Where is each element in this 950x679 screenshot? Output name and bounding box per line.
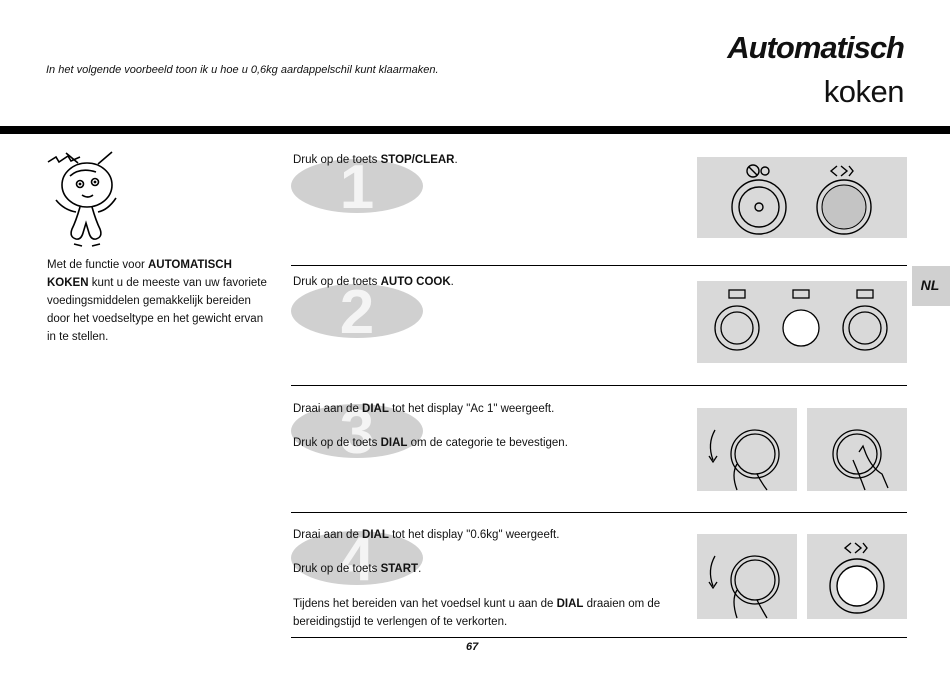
dial-rotate-illustration — [708, 429, 780, 491]
button-illustration — [714, 289, 888, 351]
feature-description: Met de functie voor AUTOMATISCH KOKEN ku… — [47, 256, 272, 346]
desc-part2: kunt u de meeste van uw favoriete voedin… — [47, 277, 267, 343]
page-title: Automatisch — [727, 30, 905, 65]
start-button-illustration — [829, 542, 885, 614]
step-number-1: 1 — [340, 153, 374, 214]
step-number-3: 3 — [340, 398, 374, 459]
page-number: 67 — [466, 641, 479, 653]
dial-rotate-panel-2 — [697, 534, 797, 619]
intro-text: In het volgende voorbeeld toon ik u hoe … — [46, 64, 439, 76]
step-number-4-badge: 4 — [291, 525, 423, 586]
mascot-illustration — [47, 151, 117, 247]
start-button-panel — [807, 534, 907, 619]
step-number-2-badge: 2 — [291, 278, 423, 339]
step-4-line-1: Draai aan de DIAL tot het display "0.6kg… — [293, 529, 560, 541]
step-4-line-4: bereidingstijd te verlengen of te verkor… — [293, 616, 508, 628]
dial-press-panel — [807, 408, 907, 491]
dial-rotate-panel — [697, 408, 797, 491]
step-4: 4 Draai aan de DIAL tot het display "0.6… — [291, 512, 907, 638]
page-title-line2: koken — [823, 74, 905, 109]
desc-part1: Met de functie voor — [47, 259, 148, 271]
dial-rotate-illustration — [708, 555, 780, 619]
step-3-line-2: Druk op de toets DIAL om de categorie te… — [293, 437, 568, 449]
stop-clear-panel — [697, 157, 907, 238]
step-number-1-badge: 1 — [291, 153, 423, 214]
step-number-3-badge: 3 — [291, 398, 423, 459]
language-tab: NL — [912, 266, 950, 306]
header-rule — [0, 126, 950, 134]
auto-cook-panel — [697, 281, 907, 363]
desc-bold: AUTOMATISCH KOKEN — [47, 259, 232, 289]
step-1-line-1: Druk op de toets STOP/CLEAR. — [293, 154, 458, 166]
step-4-line-3: Tijdens het bereiden van het voedsel kun… — [293, 598, 661, 610]
step-4-line-2: Druk op de toets START. — [293, 563, 422, 575]
button-illustration — [731, 164, 872, 235]
step-3: 3 Draai aan de DIAL tot het display "Ac … — [291, 385, 907, 513]
dial-press-illustration — [832, 429, 889, 491]
step-1: 1 Druk op de toets STOP/CLEAR. — [291, 140, 907, 266]
step-2-line-1: Druk op de toets AUTO COOK. — [293, 276, 454, 288]
step-3-line-1: Draai aan de DIAL tot het display "Ac 1"… — [293, 403, 555, 415]
step-number-4: 4 — [340, 525, 375, 586]
step-number-2: 2 — [340, 278, 374, 339]
step-2: 2 Druk op de toets AUTO COOK. — [291, 265, 907, 386]
